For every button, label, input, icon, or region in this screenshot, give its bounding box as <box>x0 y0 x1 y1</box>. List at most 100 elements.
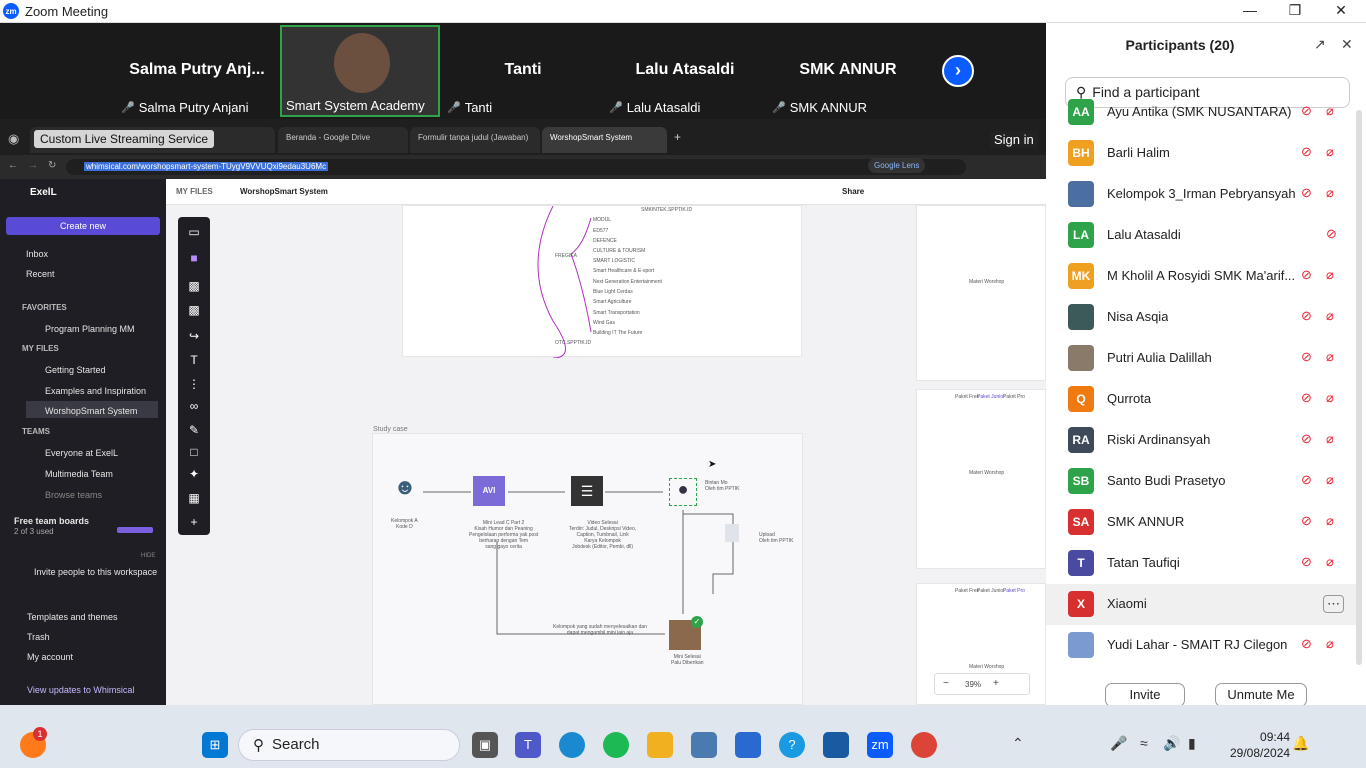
edge-icon[interactable] <box>559 732 585 758</box>
app-icon[interactable] <box>823 732 849 758</box>
teams-header[interactable]: TEAMS <box>22 427 50 436</box>
shape-tool-icon[interactable]: ▩ <box>188 279 200 293</box>
arrow-tool-icon[interactable]: ↪ <box>188 329 200 343</box>
windows-start-icon[interactable]: ⊞ <box>202 732 228 758</box>
ai-tool-icon[interactable]: ✦ <box>188 467 200 481</box>
mindmap-board[interactable]: SMKINTEK.SPPTIK.ID FREGIKA MODUL ED577 D… <box>402 205 802 358</box>
new-tab-icon[interactable]: + <box>674 130 682 144</box>
file-item-selected[interactable]: WorshopSmart System <box>45 406 138 416</box>
pencil-tool-icon[interactable]: ✎ <box>188 423 200 437</box>
zoom-taskbar-icon[interactable]: zm <box>867 732 893 758</box>
sticky-tool-icon[interactable]: ■ <box>190 251 198 265</box>
link-tool-icon[interactable]: ∞ <box>189 399 199 413</box>
materi-board[interactable]: Materi Worshop <box>916 205 1046 381</box>
forward-icon[interactable]: → <box>28 160 38 171</box>
browser-tab[interactable]: Beranda - Google Drive <box>278 127 408 153</box>
more-options-icon[interactable]: ⋯ <box>1323 595 1344 613</box>
reload-icon[interactable]: ↻ <box>48 160 57 171</box>
clock[interactable]: 09:44 29/08/2024 <box>1230 730 1291 760</box>
chrome-icon[interactable] <box>911 732 937 758</box>
participants-scrollbar[interactable] <box>1356 110 1362 665</box>
file-explorer-icon[interactable] <box>647 732 673 758</box>
participant-tile[interactable]: Salma Putry Anj... 🎤Salma Putry Anjani <box>117 25 277 117</box>
participant-tile[interactable]: SMK ANNUR 🎤SMK ANNUR <box>768 25 928 117</box>
study-case-board[interactable]: ☻ Kelompok A Kode D AVI Mini Lead C Part… <box>372 433 803 705</box>
microphone-icon[interactable]: 🎤 <box>1110 735 1128 751</box>
participant-tile[interactable]: Tanti 🎤Tanti <box>443 25 603 117</box>
share-button[interactable]: Share <box>842 187 865 196</box>
google-lens-button[interactable]: Google Lens <box>868 158 926 173</box>
back-icon[interactable]: ← <box>8 160 18 171</box>
zoom-in-icon[interactable]: + <box>993 678 999 689</box>
workspace-name[interactable]: ExelL <box>30 187 57 198</box>
text-tool-icon[interactable]: T <box>190 353 198 367</box>
browser-tab[interactable]: Formulir tanpa judul (Jawaban) <box>410 127 540 153</box>
teams-icon[interactable]: T <box>515 732 541 758</box>
unmute-me-button[interactable]: Unmute Me <box>1215 683 1307 707</box>
flow-tool-icon[interactable]: ▩ <box>188 303 200 317</box>
invite-button[interactable]: Invite <box>1105 683 1185 707</box>
battery-icon[interactable]: ▮ <box>1188 735 1196 751</box>
close-icon[interactable]: ✕ <box>1335 2 1347 18</box>
templates-link[interactable]: Templates and themes <box>27 612 118 622</box>
minimize-icon[interactable]: — <box>1243 2 1257 18</box>
help-icon[interactable]: ? <box>779 732 805 758</box>
task-view-icon[interactable]: ▣ <box>472 732 498 758</box>
close-panel-icon[interactable]: ✕ <box>1341 36 1353 52</box>
card-tool-icon[interactable]: ▭ <box>188 225 200 239</box>
file-item[interactable]: Getting Started <box>45 365 106 375</box>
breadcrumb-file[interactable]: WorshopSmart System <box>240 187 328 196</box>
wifi-icon[interactable]: ≈ <box>1140 735 1148 751</box>
team-item[interactable]: Everyone at ExelL <box>45 448 119 458</box>
url-input[interactable]: whimsical.com/worshopsmart-system-TUygV9… <box>66 159 966 175</box>
favorites-header[interactable]: FAVORITES <box>22 303 67 312</box>
sign-in-button[interactable]: Sign in <box>990 131 1038 148</box>
materi-board[interactable]: Paket Free Paket Junior Paket Pro Materi… <box>916 389 1046 569</box>
hide-link[interactable]: HIDE <box>141 553 156 559</box>
volume-icon[interactable]: 🔊 <box>1163 735 1181 751</box>
grid-tool-icon[interactable]: ⋮ <box>188 377 200 391</box>
store-icon[interactable] <box>735 732 761 758</box>
participant-row[interactable]: Yudi Lahar - SMAIT RJ Cilegon⊘⌀ <box>1046 625 1356 666</box>
myfiles-header[interactable]: MY FILES <box>22 344 59 353</box>
template-tool-icon[interactable]: ▦ <box>188 491 200 505</box>
next-page-chevron-icon[interactable]: › <box>942 55 974 87</box>
participant-row[interactable]: Nisa Asqia⊘⌀ <box>1046 297 1356 338</box>
browse-teams[interactable]: Browse teams <box>45 490 103 500</box>
breadcrumb-root[interactable]: MY FILES <box>176 187 213 196</box>
zoom-out-icon[interactable]: − <box>943 678 949 689</box>
calculator-icon[interactable] <box>691 732 717 758</box>
nav-recent[interactable]: Recent <box>26 269 55 279</box>
taskbar-search-box[interactable]: ⚲Search <box>238 729 460 761</box>
nav-inbox[interactable]: Inbox <box>26 249 49 259</box>
zoom-level[interactable]: 39% <box>965 680 982 689</box>
participant-tile-video[interactable]: Smart System Academy <box>280 25 440 117</box>
invite-people[interactable]: Invite people to this workspace <box>34 567 158 577</box>
pop-out-icon[interactable]: ↗ <box>1314 36 1326 52</box>
create-new-button[interactable]: Create new <box>6 217 160 235</box>
browser-tab-active[interactable]: WorshopSmart System <box>542 127 667 153</box>
add-tool-icon[interactable]: + <box>190 515 198 529</box>
trash-link[interactable]: Trash <box>27 632 50 642</box>
participant-tile[interactable]: Lalu Atasaldi 🎤Lalu Atasaldi <box>605 25 765 117</box>
favorite-item[interactable]: Program Planning MM <box>45 324 135 334</box>
updates-link[interactable]: View updates to Whimsical <box>27 685 135 695</box>
spotify-icon[interactable] <box>603 732 629 758</box>
participant-row[interactable]: Kelompok 3_Irman Pebryansyah⊘⌀ <box>1046 174 1356 215</box>
system-tray-chevron-icon[interactable]: ⌃ <box>1012 735 1024 751</box>
restore-icon[interactable]: ❐ <box>1288 2 1302 18</box>
file-item[interactable]: Examples and Inspiration <box>45 386 147 396</box>
team-item[interactable]: Multimedia Team <box>45 469 113 479</box>
participant-row[interactable]: Putri Aulia Dalillah⊘⌀ <box>1046 338 1356 379</box>
notification-bell-icon[interactable]: 🔔 <box>1292 735 1310 751</box>
participant-search-input[interactable]: ⚲ Find a participant <box>1065 77 1350 108</box>
